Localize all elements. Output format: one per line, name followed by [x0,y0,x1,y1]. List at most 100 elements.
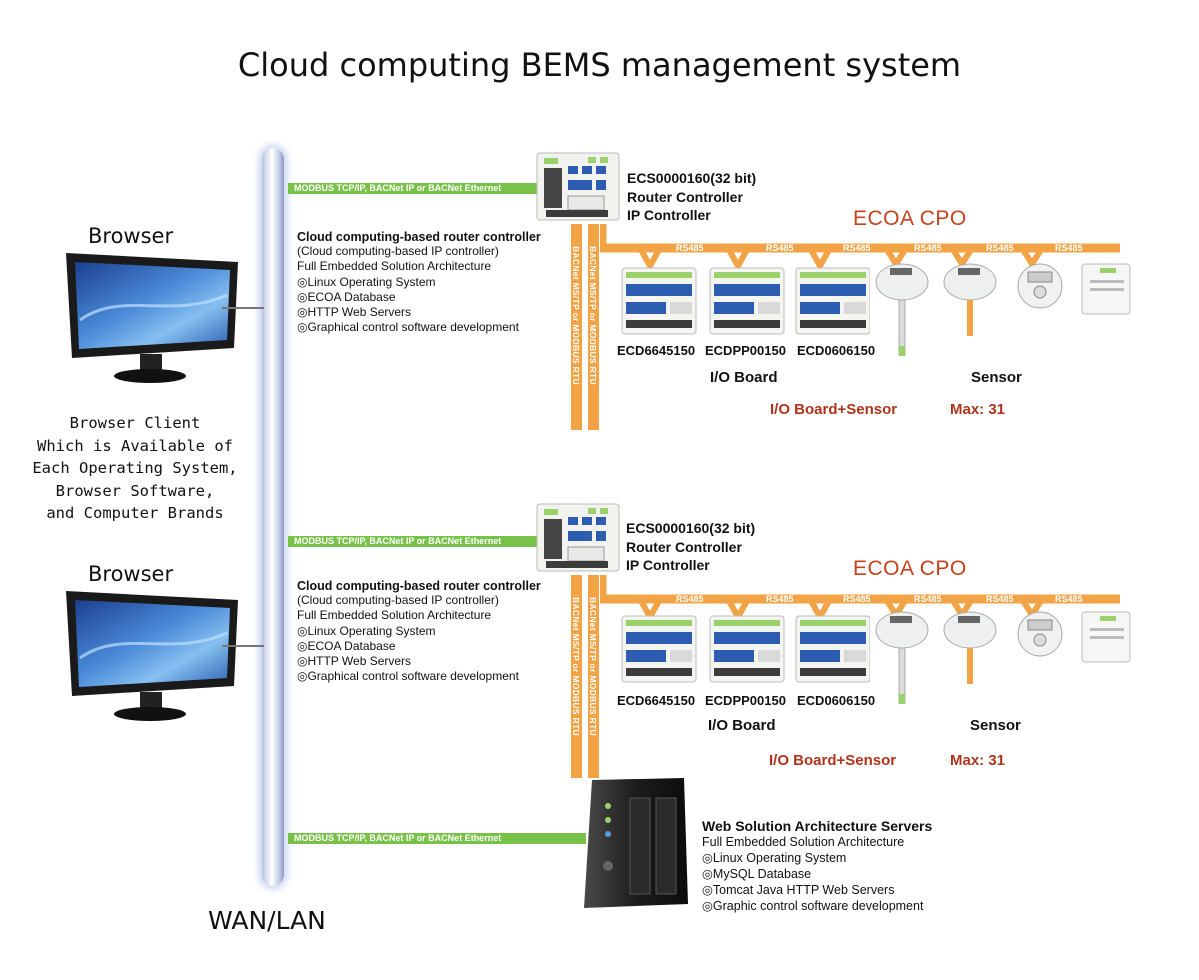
sensor-device [1081,611,1131,663]
page-title: Cloud computing BEMS management system [237,46,962,84]
ecoa-cpo-label-2: ECOA CPO [853,557,967,580]
io-board-device [621,615,697,683]
model-line: Router Controller [626,538,742,555]
rs485-label: RS485 [986,243,1014,253]
sensor-device [875,263,929,356]
board-label: ECDPP00150 [705,693,786,708]
model-line: IP Controller [626,557,710,573]
controller-line: ◎HTTP Web Servers [297,305,412,320]
controller-line: ◎ECOA Database [297,289,396,304]
model-line: ECS0000160(32 bit) [627,170,757,186]
rs485-label: RS485 [1055,243,1083,253]
rs485-label: RS485 [914,243,942,253]
sensor-device [943,263,997,336]
monitor-icon [66,253,238,383]
fieldbus-line: BACNet MS/TP or MODBUS RTU [571,224,582,430]
board-label: ECD6645150 [617,693,696,708]
rs485-label: RS485 [843,594,871,604]
rs485-label: RS485 [676,594,704,604]
io-sensor-summary: I/O Board+Sensor [770,401,898,418]
sensor-devices [875,611,1131,704]
io-board-device [621,267,697,335]
fieldbus-label: BACNet MS/TP or MODBUS RTU [588,246,598,385]
controller-line: (Cloud computing-based IP controller) [297,244,499,258]
rs485-label: RS485 [986,594,1014,604]
max-devices: Max: 31 [950,401,1006,418]
rs485-label: RS485 [914,594,942,604]
sensor-label: Sensor [971,369,1022,386]
board-label: ECD6645150 [617,343,696,358]
protocol-bar-2: MODBUS TCP/IP, BACNet IP or BACNet Ether… [288,536,540,547]
fieldbus-label: BACNet MS/TP or MODBUS RTU [588,597,598,736]
sensor-device [1017,263,1063,309]
rs485-bus [600,224,1120,273]
server-line: ◎Tomcat Java HTTP Web Servers [702,883,895,897]
controller-model-1: ECS0000160(32 bit) Router Controller IP … [627,169,756,225]
protocol-bar-1: MODBUS TCP/IP, BACNet IP or BACNet Ether… [288,183,540,194]
controller-description-2: Cloud computing-based router controller … [297,579,541,685]
nas-server-device [584,778,688,908]
rs485-label: RS485 [766,594,794,604]
rs485-label: RS485 [676,243,704,253]
board-label: ECDPP00150 [705,343,786,358]
controller-line: ◎Linux Operating System [297,623,436,638]
wan-lan-label: WAN/LAN [208,906,326,935]
rs485-label: RS485 [843,243,871,253]
sensor-devices [875,263,1131,356]
browser-link-1 [222,307,264,309]
controller-line: ◎ECOA Database [297,638,396,653]
model-line: IP Controller [627,207,711,223]
fieldbus-line: BACNet MS/TP or MODBUS RTU [588,575,599,778]
server-line: ◎MySQL Database [702,867,812,881]
controller-line: (Cloud computing-based IP controller) [297,593,499,607]
server-line: Full Embedded Solution Architecture [702,835,905,849]
controller-line: ◎Graphical control software development [297,320,519,335]
controller-line: Full Embedded Solution Architecture [297,608,492,623]
controller-model-2: ECS0000160(32 bit) Router Controller IP … [626,519,755,575]
ecoa-cpo-label-1: ECOA CPO [853,207,967,230]
rs485-label: RS485 [1055,594,1083,604]
sensor-device [943,611,997,684]
router-controller-device [536,152,620,221]
wan-lan-backbone [262,148,284,886]
server-description: Web Solution Architecture Servers Full E… [702,818,932,914]
browser-client-description: Browser Client Which is Available of Eac… [32,414,238,522]
sensor-device [875,611,929,704]
controller-line: ◎HTTP Web Servers [297,654,412,669]
server-line: ◎Graphic control software development [702,899,924,913]
io-board-device [709,615,785,683]
fieldbus-label: BACNet MS/TP or MODBUS RTU [571,597,581,736]
browser-link-2 [222,645,264,647]
io-board-device [709,267,785,335]
router-controller-device [536,503,620,572]
monitor-icon [66,591,238,721]
sensor-device [1081,263,1131,315]
io-board-device [795,615,870,683]
io-sensor-summary: I/O Board+Sensor [769,752,897,769]
browser-title-2: Browser [88,562,174,586]
controller-line: Full Embedded Solution Architecture [297,259,492,274]
fieldbus-label: BACNet MS/TP or MODBUS RTU [571,246,581,385]
server-heading: Web Solution Architecture Servers [702,818,933,834]
server-line: ◎Linux Operating System [702,851,847,865]
board-label: ECD0606150 [797,343,876,358]
controller-line: ◎Graphical control software development [297,669,519,684]
model-line: Router Controller [627,188,743,205]
fieldbus-line: BACNet MS/TP or MODBUS RTU [571,575,582,778]
io-board-label: I/O Board [708,717,776,734]
model-line: ECS0000160(32 bit) [626,520,756,536]
browser-title-1: Browser [88,224,174,248]
io-board-label: I/O Board [710,369,778,386]
rs485-label: RS485 [766,243,794,253]
io-board-device [795,267,870,335]
controller-heading: Cloud computing-based router controller [297,230,541,244]
controller-description-1: Cloud computing-based router controller … [297,230,541,336]
sensor-label: Sensor [970,717,1021,734]
controller-heading: Cloud computing-based router controller [297,579,541,593]
io-boards [621,615,870,683]
controller-line: ◎Linux Operating System [297,274,436,289]
fieldbus-line: BACNet MS/TP or MODBUS RTU [588,224,599,430]
max-devices: Max: 31 [950,752,1006,769]
io-boards [621,267,870,335]
sensor-device [1017,611,1063,657]
